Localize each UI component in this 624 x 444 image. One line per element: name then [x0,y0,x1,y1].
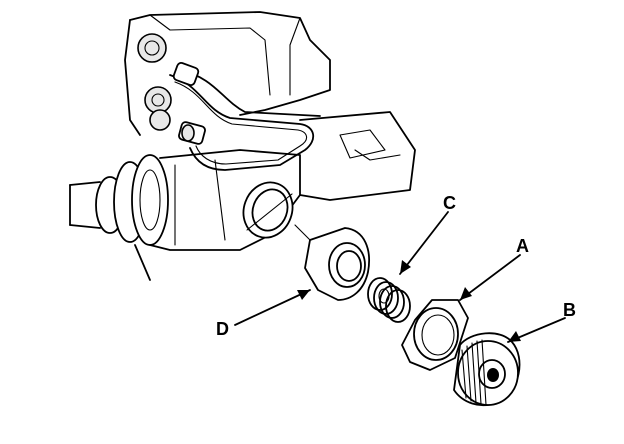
callout-d-label: D [216,319,229,339]
steering-gear-housing [69,11,416,281]
locknut-part-a [401,299,469,371]
rack-guide-spring-part-c [367,277,411,323]
lower-boss [149,109,171,131]
callout-arrows [234,211,566,343]
middle-boss [144,86,172,114]
rack-guide-part-d [294,224,370,301]
callout-a-label: A [516,236,529,256]
callout-c-label: C [443,193,456,213]
rack-guide-screw-part-b [453,332,521,407]
rack-guide-bore [242,181,294,239]
callout-b-label: B [563,300,576,320]
upper-boss [137,33,167,63]
